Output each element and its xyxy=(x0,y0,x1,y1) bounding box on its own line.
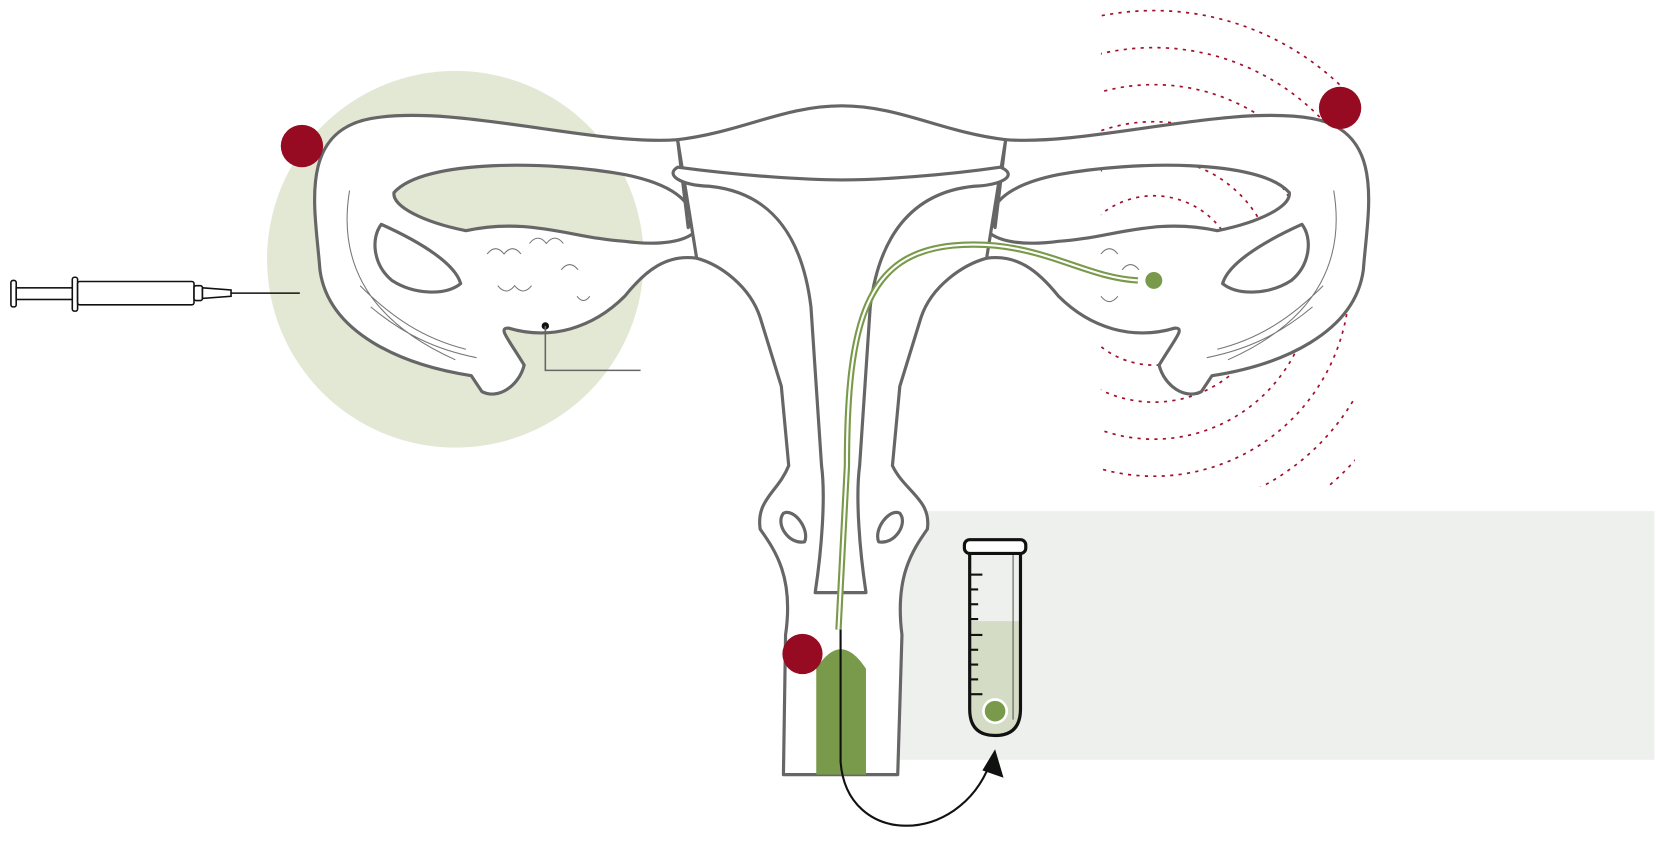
tube-fold-lines xyxy=(346,190,1337,361)
marker-left-ovary xyxy=(280,124,324,168)
left-fallopian-tube xyxy=(313,113,701,396)
uterus-illustration xyxy=(313,104,1371,777)
tube-cap xyxy=(962,538,1028,556)
cervix-left-fold xyxy=(779,510,808,544)
uterine-cavity xyxy=(671,165,1010,595)
right-ovary-loop xyxy=(1221,222,1310,294)
marker-cervix xyxy=(782,633,823,675)
transfer-arrow xyxy=(839,629,1004,827)
cervix-right-fold xyxy=(876,510,904,544)
marker-right-ovary xyxy=(1318,86,1362,130)
left-ovary-loop xyxy=(373,222,463,294)
ovary-follicles xyxy=(486,237,1140,303)
syringe-icon xyxy=(10,276,300,312)
embryo xyxy=(982,698,1009,725)
right-fallopian-tube xyxy=(982,113,1371,396)
arrowhead-icon xyxy=(982,749,1004,778)
ovary-pointer xyxy=(541,322,641,372)
test-tube xyxy=(962,538,1028,738)
egg-cell xyxy=(1145,271,1163,289)
